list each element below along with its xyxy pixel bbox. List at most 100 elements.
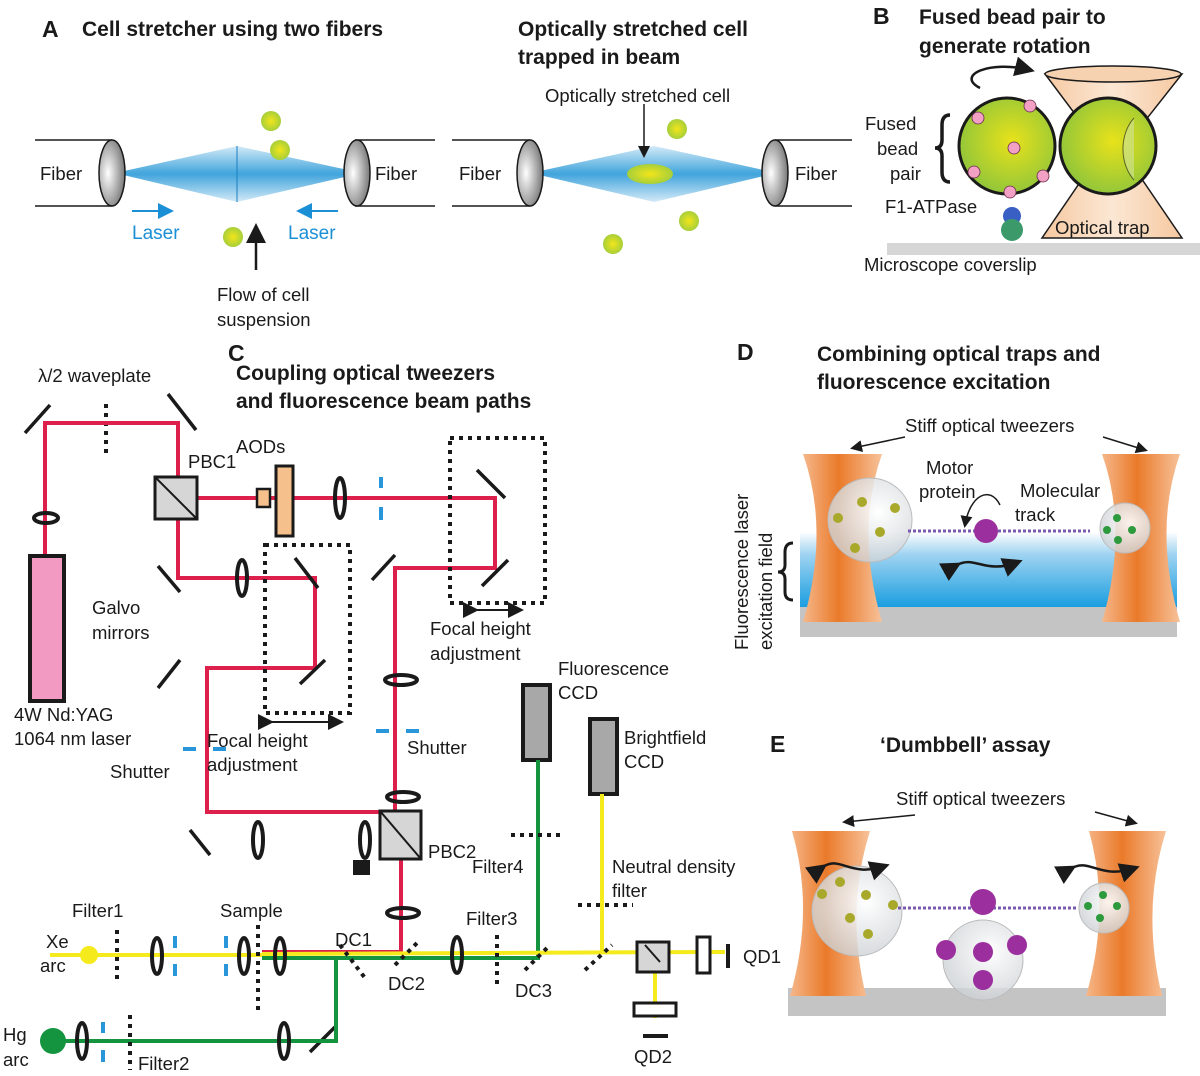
motion-arrow-right <box>1054 863 1140 885</box>
hg-arc-lamp <box>40 1028 66 1054</box>
fiber-label-left: Fiber <box>40 163 82 184</box>
dc1-label: DC1 <box>335 929 372 950</box>
bright-ccd-label-2: CCD <box>624 751 664 772</box>
mirror-icon <box>23 403 52 435</box>
beam-splitter <box>583 943 614 972</box>
dc2 <box>393 938 422 967</box>
panel-d-title-2: fluorescence excitation <box>817 371 1050 394</box>
lens <box>277 1021 291 1061</box>
fluorescence-ccd <box>521 683 552 762</box>
motor-protein <box>974 519 998 543</box>
lens <box>358 820 372 860</box>
brace-icon <box>777 541 794 602</box>
panel-c-title-1: Coupling optical tweezers <box>236 362 495 385</box>
mirror-icon <box>475 468 507 500</box>
focal-adjust-box-right <box>448 436 547 605</box>
lens <box>385 790 421 804</box>
galvo-mirror-icon <box>156 564 182 594</box>
panel-a-right-title-1: Optically stretched cell <box>518 18 748 41</box>
rotation-arrow <box>970 56 1035 90</box>
lens <box>75 1021 89 1061</box>
mirror-icon <box>370 553 397 582</box>
laser-label-2: 1064 nm laser <box>14 728 131 749</box>
nd-label-2: filter <box>612 880 647 901</box>
cell <box>223 227 243 247</box>
panel-b: B Fused bead pair to generate rotation F… <box>864 3 1200 275</box>
focal-label-left-2: adjustment <box>207 754 298 775</box>
stretched-cell-label: Optically stretched cell <box>545 85 730 106</box>
fluor-ccd-label-1: Fluorescence <box>558 658 669 679</box>
xe-label-2: arc <box>40 955 66 976</box>
qd2-lens <box>632 1001 678 1018</box>
beam-dump-icon <box>353 860 370 875</box>
nd-label-1: Neutral density <box>612 856 736 877</box>
pbc1-label: PBC1 <box>188 451 236 472</box>
motor-label-1: Motor <box>926 457 973 478</box>
cell <box>603 234 623 254</box>
fiber-end-left <box>516 139 544 207</box>
xe-label-1: Xe <box>46 931 69 952</box>
fiber-label-right: Fiber <box>795 163 837 184</box>
panel-e-title: ‘Dumbbell’ assay <box>880 734 1051 757</box>
track-label-2: track <box>1015 504 1056 525</box>
tweezers-label: Stiff optical tweezers <box>896 788 1065 809</box>
fused-label-1: Fused <box>865 113 916 134</box>
mirror-icon <box>166 392 198 432</box>
f1-atpase-protein <box>1001 207 1023 241</box>
panel-b-title-2: generate rotation <box>919 35 1091 58</box>
quadrant-beam-splitter <box>635 940 671 974</box>
f1-atpase-molecules <box>967 99 1050 199</box>
motor-label-2: protein <box>919 481 976 502</box>
pbc2-label: PBC2 <box>428 841 476 862</box>
panel-a-title: Cell stretcher using two fibers <box>82 18 383 41</box>
dc3 <box>523 943 552 972</box>
panel-c-title-2: and fluorescence beam paths <box>236 390 531 413</box>
tweezer-arrow-left <box>850 436 906 453</box>
stretcher-left: Fiber Fiber Laser Laser Flow of cell sus… <box>35 111 435 330</box>
bead-right <box>1058 96 1158 196</box>
dc3-label: DC3 <box>515 980 552 1001</box>
hg-label-2: arc <box>3 1049 29 1070</box>
lens <box>150 936 164 976</box>
panel-d: D Combining optical traps and fluorescen… <box>731 339 1180 650</box>
motion-arrow-left <box>804 861 890 884</box>
panel-a: A Cell stretcher using two fibers Optica… <box>35 16 852 330</box>
bead-left <box>811 865 903 957</box>
laser-label-1: 4W Nd:YAG <box>14 704 113 725</box>
motion-arrow <box>939 558 1023 582</box>
track-label-1: Molecular <box>1020 480 1100 501</box>
filter3-label: Filter3 <box>466 908 517 929</box>
fiber-end-left <box>98 139 126 207</box>
brace-icon <box>934 113 951 184</box>
shutter-label-right: Shutter <box>407 737 467 758</box>
dc1 <box>338 943 367 980</box>
panel-letter-c: C <box>228 340 245 366</box>
lens <box>383 673 419 687</box>
panel-letter-d: D <box>737 339 754 365</box>
dc2-label: DC2 <box>388 973 425 994</box>
focal-label-right-1: Focal height <box>430 618 531 639</box>
panel-a-right-title-2: trapped in beam <box>518 46 680 69</box>
lens <box>32 511 60 525</box>
panel-e: E ‘Dumbbell’ assay Stiff optical tweezer… <box>770 731 1166 1016</box>
panel-letter-e: E <box>770 731 785 757</box>
bead-left <box>827 477 913 563</box>
lens <box>333 476 347 520</box>
aod-small <box>255 487 272 509</box>
panel-c: C Coupling optical tweezers and fluoresc… <box>3 340 781 1074</box>
focal-label-left-1: Focal height <box>207 730 308 751</box>
cell <box>270 140 290 160</box>
lens <box>235 558 249 598</box>
lens <box>251 820 265 860</box>
lens <box>385 906 421 920</box>
cell <box>261 111 281 131</box>
laser-beam <box>115 146 362 202</box>
fiber-end-right <box>761 139 789 207</box>
cell <box>679 211 699 231</box>
brightfield-ccd <box>588 717 619 796</box>
mirror-icon <box>188 828 212 857</box>
lens <box>237 936 251 976</box>
fiber-label-right: Fiber <box>375 163 417 184</box>
lens <box>450 935 464 975</box>
